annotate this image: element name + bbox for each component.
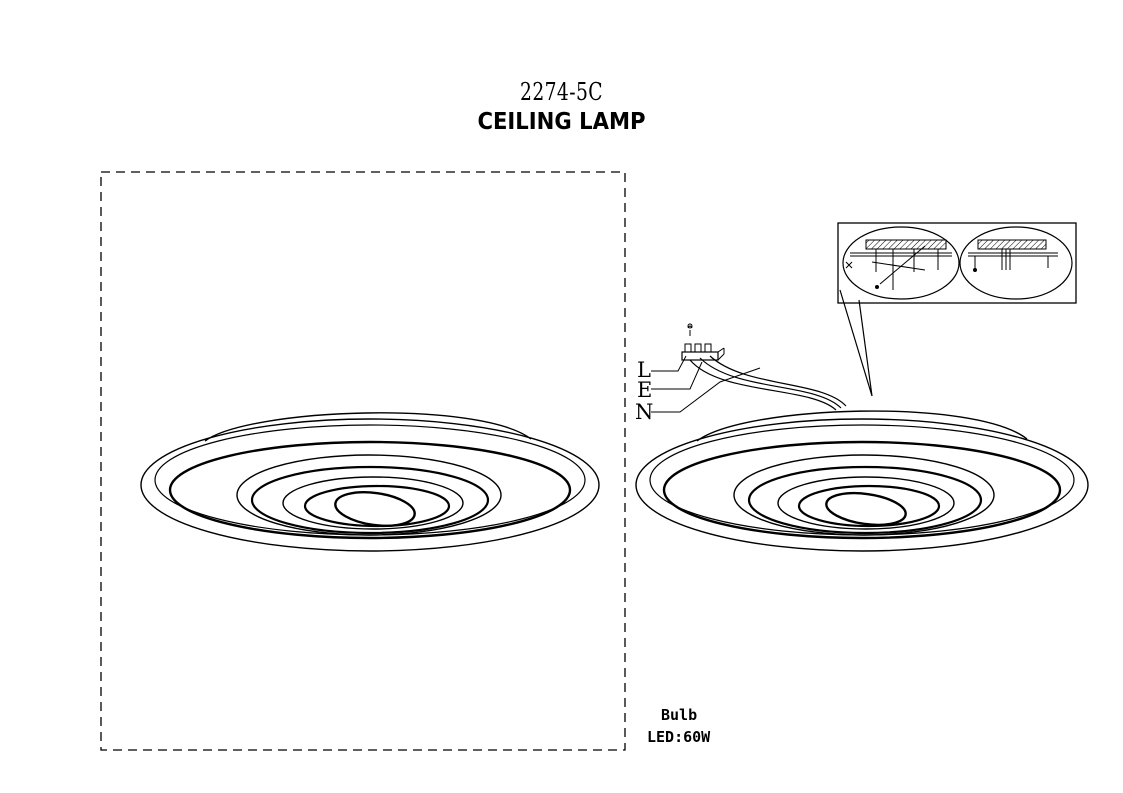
product-title: CEILING LAMP [477, 109, 646, 135]
bulb-label: Bulb [661, 706, 698, 724]
wire-label-neutral: N [635, 400, 653, 424]
detail-circle-1 [842, 226, 960, 300]
detail-circle-2 [959, 226, 1073, 300]
cable-line-1 [689, 359, 837, 411]
wire-label-live: L [637, 358, 651, 382]
cable-line-3 [709, 355, 847, 407]
ceiling-section-2 [977, 239, 1047, 250]
lamp-outer-rim-right [635, 418, 1089, 552]
lamp-outer-rim [140, 418, 600, 552]
lamp-ring-2-right [747, 465, 983, 535]
bulb-spec: LED:60W [647, 728, 711, 746]
lamp-center-ring [334, 491, 416, 527]
model-number: 2274-5C [520, 78, 603, 106]
leader-neutral [651, 367, 761, 413]
lamp-ring-4-right [797, 484, 941, 528]
lamp-shade-edge-right [662, 440, 1062, 540]
leader-earth [651, 361, 703, 390]
lamp-shade-edge [168, 440, 572, 540]
ceiling-section-1 [865, 239, 947, 250]
lamp-front-view [140, 412, 600, 552]
lamp-side-view [635, 289, 1089, 552]
wire-label-earth: E [637, 378, 652, 402]
lamp-ring-3-right [777, 476, 955, 530]
cable-line-2 [699, 357, 842, 409]
leader-live [651, 355, 687, 372]
lamp-dome-right [696, 410, 1028, 442]
lamp-ring-1-right [733, 454, 995, 536]
lamp-dome [204, 412, 532, 442]
dimension-box [100, 171, 626, 751]
lamp-center-ring-right [825, 491, 907, 527]
callout-pointer [839, 289, 873, 397]
lamp-ring-2 [250, 465, 490, 535]
lamp-ring-1 [236, 454, 502, 536]
lamp-ring-3 [282, 476, 464, 530]
installation-detail-box [837, 222, 1077, 304]
